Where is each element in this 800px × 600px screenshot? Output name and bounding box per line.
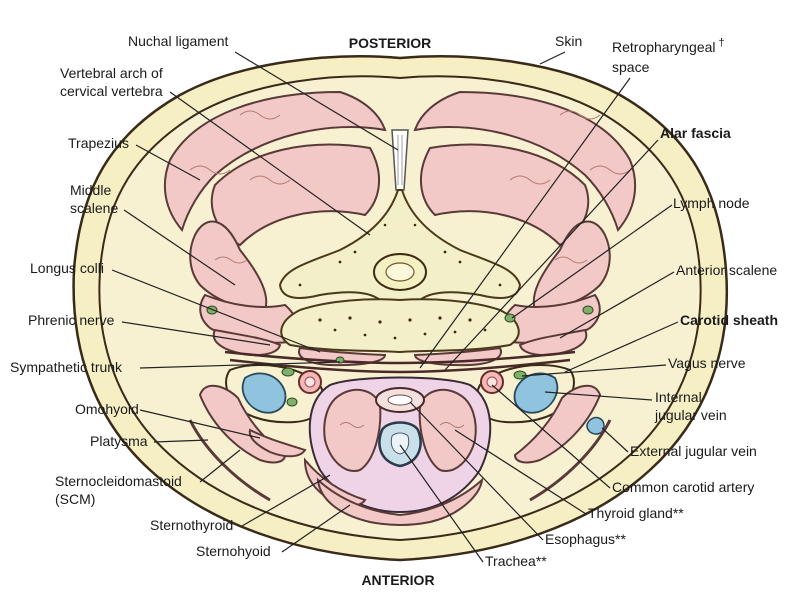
label-external-jugular: External jugular vein [630, 443, 757, 459]
leader-common-carotid [491, 384, 611, 489]
label-middle-scalene-2: scalene [70, 200, 118, 216]
leader-omohyoid [139, 409, 261, 439]
internal-jugular-vein-left [241, 372, 287, 414]
muscle-texture [189, 110, 631, 428]
label-scm-2: (SCM) [55, 491, 95, 507]
anterior-scalene-left [212, 328, 282, 357]
prevertebral-fascia-line [224, 350, 576, 365]
orientation-posterior: POSTERIOR [349, 35, 431, 51]
lymph-node-right [504, 313, 516, 323]
thyroid-lobe-right [418, 388, 477, 472]
label-anterior-scalene: Anterior scalene [676, 262, 777, 278]
leader-carotid-sheath [564, 321, 679, 373]
anterior-scalene-right [518, 328, 588, 357]
leader-nuchal-ligament [234, 51, 399, 151]
vagus-nerve-right [513, 370, 527, 380]
leader-vertebral-arch [169, 91, 371, 236]
platysma-right [529, 419, 612, 502]
leader-phrenic-nerve [121, 321, 271, 346]
label-nuchal-ligament: Nuchal ligament [128, 33, 228, 49]
leader-skin [539, 51, 566, 65]
label-vagus-nerve: Vagus nerve [668, 355, 746, 371]
label-retropharyngeal-1: Retropharyngeal† [612, 37, 725, 55]
leader-sympathetic-trunk [139, 361, 341, 369]
scm-right [513, 384, 602, 464]
label-trapezius: Trapezius [68, 135, 129, 151]
leader-trapezius [135, 144, 201, 181]
label-longus-colli: Longus colli [30, 260, 104, 276]
omohyoid-left [248, 428, 307, 458]
label-phrenic-nerve: Phrenic nerve [28, 312, 115, 328]
label-skin: Skin [555, 33, 582, 49]
vagus-nerve-left [281, 367, 295, 377]
leader-middle-scalene [123, 209, 236, 286]
label-internal-jugular-1: Internal [655, 389, 702, 405]
label-middle-scalene-1: Middle [70, 182, 111, 198]
label-omohyoid: Omohyoid [75, 401, 139, 417]
label-esophagus: Esophagus** [545, 531, 627, 547]
nuchal-ligament [391, 129, 409, 191]
dagger-mark: † [719, 37, 725, 49]
leader-external-jugular [601, 427, 629, 453]
leader-longus-colli [111, 269, 321, 353]
label-alar-fascia: Alar fascia [660, 125, 731, 141]
leader-sternohyoid [281, 504, 351, 553]
label-vertebral-arch-1: Vertebral arch of [60, 65, 163, 81]
label-carotid-sheath: Carotid sheath [680, 312, 778, 328]
alar-fascia-line [229, 358, 571, 374]
lymph-node-left [286, 397, 298, 407]
label-retropharyngeal-2: space [612, 59, 650, 75]
label-vertebral-arch-2: cervical vertebra [60, 83, 163, 99]
label-common-carotid: Common carotid artery [612, 479, 754, 495]
leader-scm [199, 449, 241, 483]
label-sternothyroid: Sternothyroid [150, 517, 233, 533]
orientation-anterior: ANTERIOR [361, 572, 434, 588]
leader-retropharyngeal [419, 77, 631, 369]
vertebral-body [280, 298, 520, 354]
leader-vagus-nerve [521, 364, 667, 377]
leader-internal-jugular [544, 391, 653, 401]
leader-trachea [399, 444, 484, 563]
leader-lymph-node [511, 204, 673, 319]
leader-platysma [153, 439, 209, 443]
sternohyoid-muscle [316, 477, 484, 526]
phrenic-nerve-node-right [582, 305, 594, 315]
label-internal-jugular-2: jugular vein [654, 407, 727, 423]
label-scm-1: Sternocleidomastoid [55, 473, 182, 489]
leader-esophagus [409, 401, 544, 541]
thyroid-lobe-left [323, 388, 382, 472]
label-sternohyoid: Sternohyoid [196, 543, 271, 559]
label-thyroid-gland: Thyroid gland** [588, 505, 684, 521]
trapezius-right [413, 90, 637, 233]
trapezius-left [163, 90, 387, 233]
leader-alar-fascia [444, 139, 659, 371]
leader-thyroid-gland [454, 429, 587, 515]
leader-anterior-scalene [559, 271, 675, 339]
label-platysma: Platysma [90, 433, 148, 449]
label-sympathetic-trunk: Sympathetic trunk [10, 359, 123, 375]
leader-sternothyroid [241, 474, 331, 527]
external-jugular-vein [586, 416, 605, 435]
label-trachea: Trachea** [485, 553, 547, 569]
label-lymph-node: Lymph node [673, 195, 750, 211]
bone-texture [298, 223, 502, 340]
